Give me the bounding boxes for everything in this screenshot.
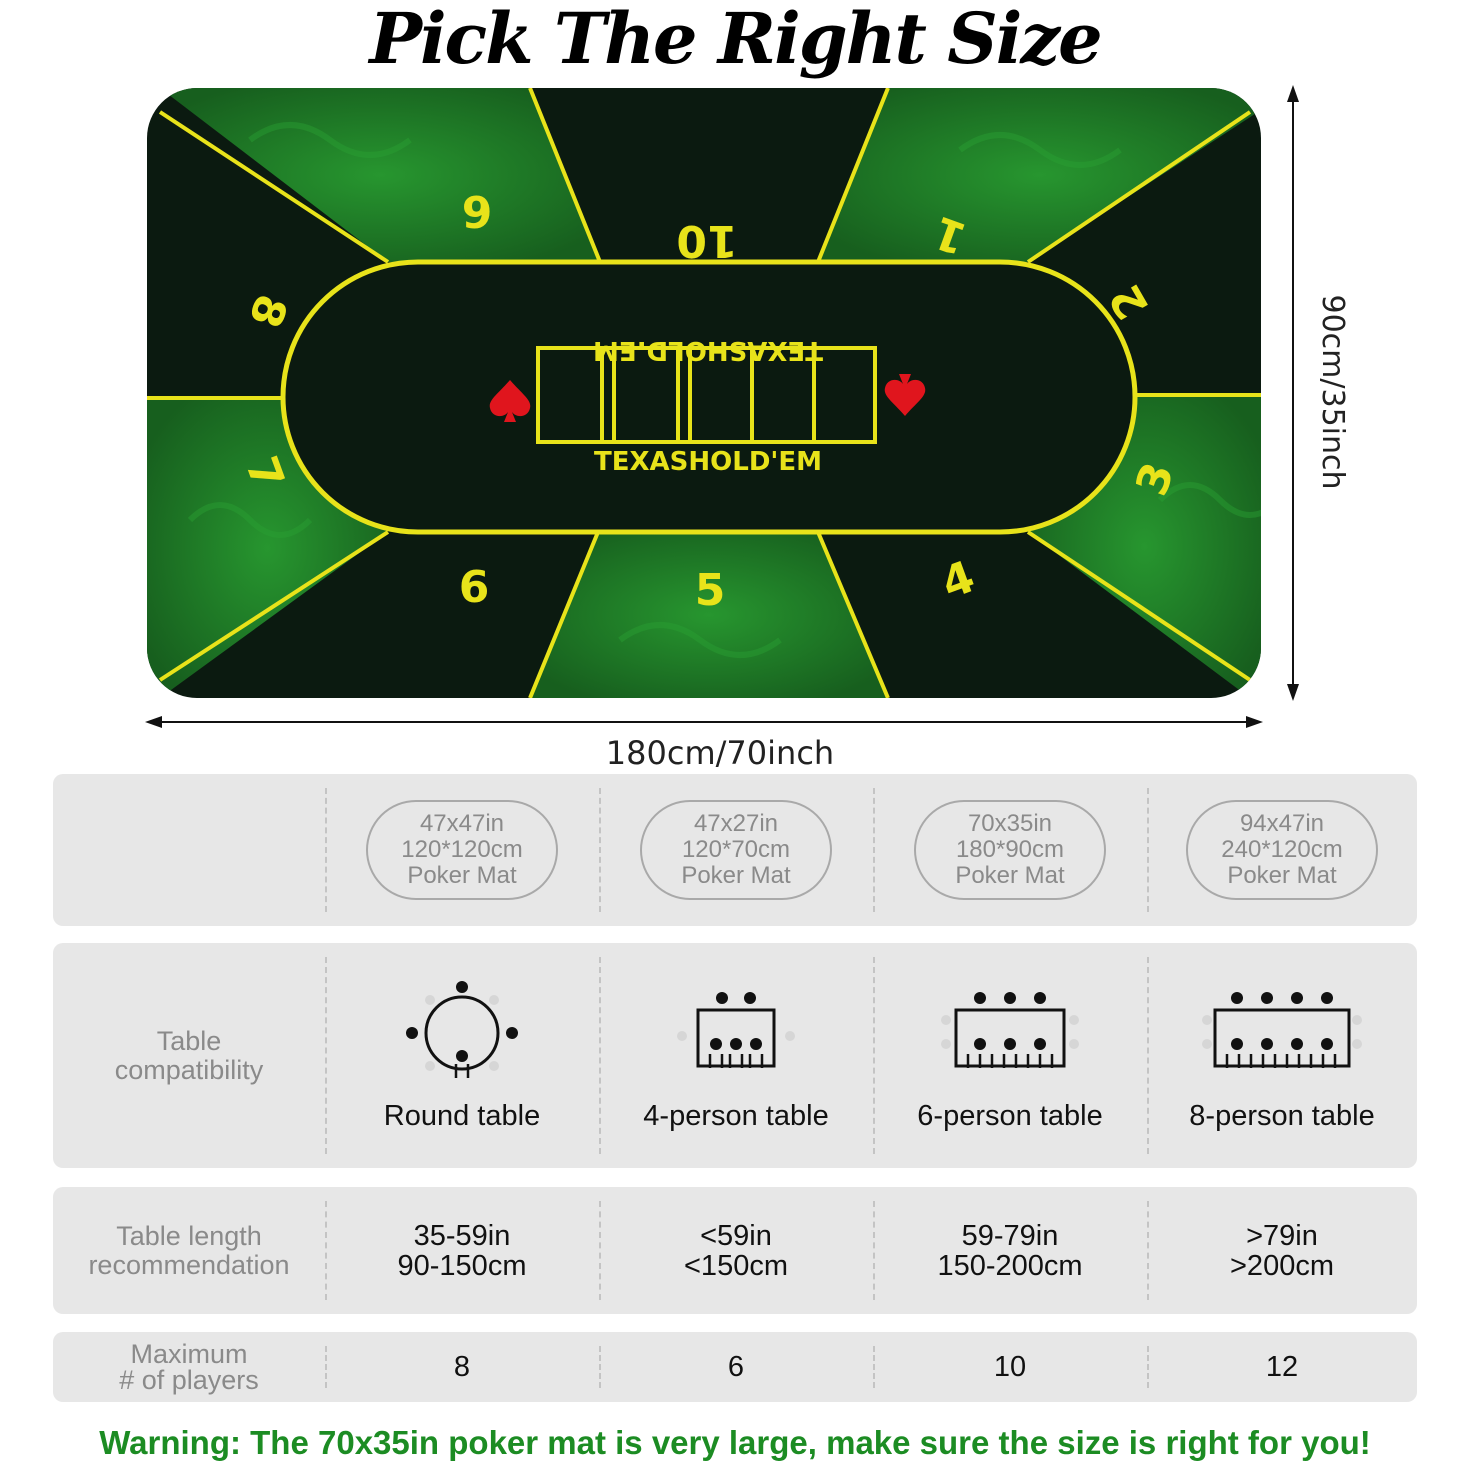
max-players: 6 [727,1350,745,1383]
size-option-2: 47x27in 120*70cm Poker Mat [640,800,832,900]
size-name: Poker Mat [681,862,791,889]
height-label: 90cm/35inch [1315,294,1350,490]
community-card-boxes [536,346,877,444]
row-label-line: Table length [116,1220,262,1251]
size-warning: Warning: The 70x35in poker mat is very l… [99,1424,1371,1461]
size-cm: 240*120cm [1221,836,1343,863]
size-option-1: 47x47in 120*120cm Poker Mat [366,800,558,900]
brand-text-top: TEXASHOLD.EM [593,335,823,365]
center-oval [280,259,1138,535]
row-label-line: # of players [119,1365,259,1395]
poker-mat-illustration: TEXASHOLD.EM TEXASHOLD'EM 9 10 1 2 3 4 5… [145,85,1299,728]
table-type-label: Round table [383,1100,541,1132]
seat-number-9: 9 [462,188,493,239]
size-option-4: 94x47in 240*120cm Poker Mat [1186,800,1378,900]
row-label-line: Table [156,1025,222,1056]
width-dimension-arrow [145,716,1263,728]
spade-icon [489,380,531,422]
spade-icon [884,374,926,416]
seat-wedge-1 [818,88,1261,262]
row-label-line: compatibility [114,1054,264,1085]
size-cm: 120*70cm [681,836,791,863]
max-players: 8 [453,1350,471,1383]
size-inch: 47x47in [419,810,505,837]
page-title: Pick The Right Size [369,0,1102,80]
six-person-table-icon [941,992,1079,1068]
size-cm: 120*120cm [401,836,523,863]
table-type-label: 8-person table [1189,1100,1375,1132]
length-cm: <150cm [684,1249,788,1282]
row-label: Maximum # of players [53,1332,325,1402]
four-person-table-icon [677,992,795,1068]
length-cm: 90-150cm [397,1249,527,1282]
players-row: Maximum # of players 8 6 10 12 [53,1332,1417,1402]
size-name: Poker Mat [955,862,1065,889]
width-label: 180cm/70inch [605,734,835,772]
max-players: 10 [993,1350,1027,1383]
brand-text-bottom: TEXASHOLD'EM [594,447,822,477]
length-cm: 150-200cm [937,1249,1083,1282]
length-inch: 35-59in [413,1219,511,1252]
row-label-line: Maximum [130,1339,248,1369]
size-name: Poker Mat [407,862,517,889]
size-row: 47x47in 120*120cm Poker Mat 47x27in 120*… [53,774,1417,926]
max-players: 12 [1265,1350,1299,1383]
row-label-line: recommendation [88,1249,290,1280]
seat-number-6: 6 [459,562,490,613]
row-label: Table compatibility [53,943,325,1168]
seat-wedge-9 [160,88,600,262]
seat-wedge-5 [530,532,888,698]
table-type-label: 4-person table [643,1100,829,1132]
size-inch: 47x27in [693,810,779,837]
length-cm: >200cm [1230,1249,1334,1282]
size-inch: 70x35in [967,810,1053,837]
round-table-icon [406,981,518,1078]
seat-number-10: 10 [676,215,737,266]
length-inch: >79in [1246,1219,1318,1252]
size-inch: 94x47in [1239,810,1325,837]
seat-number-5: 5 [695,565,726,616]
size-name: Poker Mat [1227,862,1337,889]
length-inch: <59in [700,1219,772,1252]
size-option-3: 70x35in 180*90cm Poker Mat [914,800,1106,900]
height-dimension-arrow [1287,85,1299,701]
eight-person-table-icon [1202,992,1362,1068]
size-cm: 180*90cm [955,836,1065,863]
row-label: Table length recommendation [53,1187,325,1314]
length-inch: 59-79in [961,1219,1059,1252]
table-type-label: 6-person table [917,1100,1103,1132]
compatibility-row: Table compatibility Round table 4-person… [53,943,1417,1168]
